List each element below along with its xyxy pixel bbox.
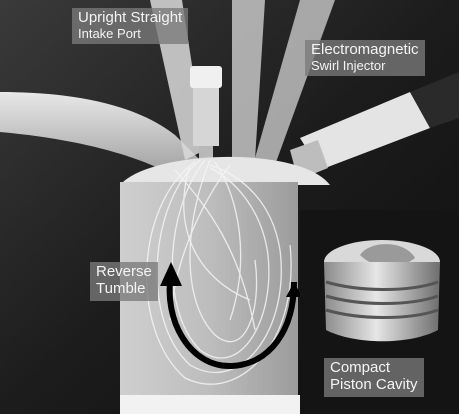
plug-cap <box>190 66 222 88</box>
label-intake-port-line2: Intake Port <box>78 27 182 42</box>
label-intake-port: Upright Straight Intake Port <box>72 8 188 44</box>
cylinder-base <box>120 395 316 414</box>
label-piston-line2: Piston Cavity <box>330 377 418 394</box>
label-injector: Electromagnetic Swirl Injector <box>305 40 425 76</box>
label-tumble-line2: Tumble <box>96 281 152 298</box>
label-injector-line2: Swirl Injector <box>311 59 419 74</box>
label-intake-port-line1: Upright Straight <box>78 10 182 27</box>
label-piston: Compact Piston Cavity <box>324 358 424 397</box>
label-injector-line1: Electromagnetic <box>311 42 419 59</box>
plug-body <box>193 88 219 146</box>
label-piston-line1: Compact <box>330 360 418 377</box>
label-tumble-line1: Reverse <box>96 264 152 281</box>
label-tumble: Reverse Tumble <box>90 262 158 301</box>
